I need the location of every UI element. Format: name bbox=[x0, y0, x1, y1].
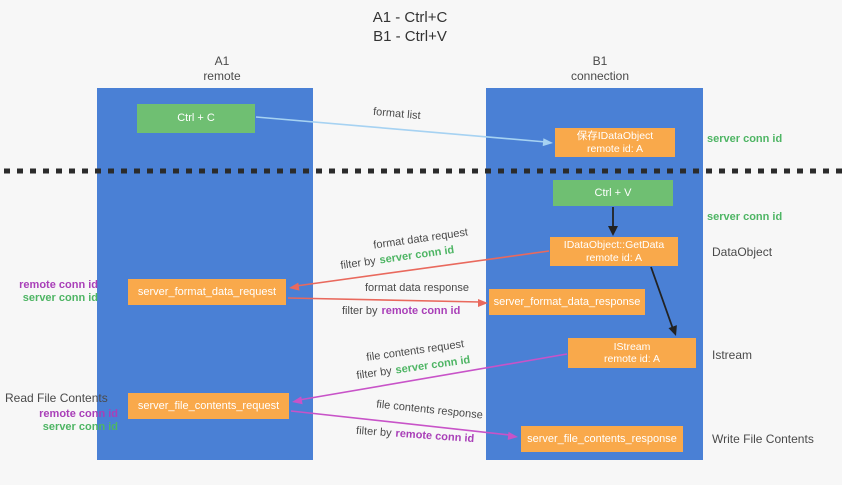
node-save-idataobject-line2: remote id: A bbox=[586, 142, 644, 155]
annotation-server-conn-id-top: server conn id bbox=[707, 133, 783, 145]
node-server-format-data-response: server_format_data_response bbox=[489, 289, 645, 315]
filter-prefix: filter by bbox=[342, 305, 378, 317]
edge-label-file-contents-response: file contents response bbox=[375, 398, 484, 422]
lifeline-header-a1: A1 remote bbox=[162, 54, 282, 84]
lifeline-a1-role: remote bbox=[203, 69, 241, 83]
lifeline-header-b1: B1 connection bbox=[540, 54, 660, 84]
node-save-idataobject: 保存IDataObject remote id: A bbox=[555, 128, 675, 157]
lifeline-a1-name: A1 bbox=[214, 54, 230, 68]
annotation-istream: Istream bbox=[712, 348, 753, 362]
lifeline-b1-name: B1 bbox=[592, 54, 608, 68]
node-server-file-contents-request-label: server_file_contents_request bbox=[137, 399, 280, 412]
annotation-server-conn-id-format: server conn id bbox=[22, 292, 98, 304]
edge-label-format-data-response: format data response bbox=[365, 282, 469, 294]
node-ctrl-v-label: Ctrl + V bbox=[594, 186, 632, 199]
annotation-group-format-conn-ids: remote conn id server conn id bbox=[0, 279, 98, 305]
filter-key-remote-conn-id: remote conn id bbox=[381, 305, 461, 317]
annotation-read-file-contents: Read File Contents bbox=[5, 391, 108, 405]
annotation-group-file-conn-ids: remote conn id server conn id bbox=[20, 408, 118, 434]
node-ctrl-c-label: Ctrl + C bbox=[177, 112, 215, 124]
filter-prefix: filter by bbox=[339, 255, 377, 272]
annotation-server-conn-id-file: server conn id bbox=[42, 421, 118, 433]
annotation-server-conn-id-ctrlv: server conn id bbox=[707, 211, 783, 223]
node-server-format-data-request: server_format_data_request bbox=[128, 279, 286, 305]
annotation-write-file-contents: Write File Contents bbox=[712, 432, 814, 446]
edge-label-format-list: format list bbox=[372, 105, 422, 123]
lifeline-b1-role: connection bbox=[570, 69, 630, 83]
node-getdata-line2: remote id: A bbox=[585, 251, 643, 264]
node-server-file-contents-response-label: server_file_contents_response bbox=[527, 432, 677, 445]
node-server-format-data-response-label: server_format_data_response bbox=[493, 295, 641, 308]
node-istream-line2: remote id: A bbox=[603, 353, 661, 365]
annotation-remote-conn-id-format: remote conn id bbox=[19, 279, 98, 291]
node-server-format-data-request-label: server_format_data_request bbox=[137, 285, 277, 298]
node-save-idataobject-line1: 保存IDataObject bbox=[576, 130, 654, 142]
diagram-title: A1 - Ctrl+C B1 - Ctrl+V bbox=[310, 8, 510, 46]
node-istream-line1: IStream bbox=[613, 340, 651, 353]
title-line-a1: A1 - Ctrl+C bbox=[372, 9, 448, 26]
node-istream: IStream remote id: A bbox=[568, 338, 696, 368]
annotation-dataobject: DataObject bbox=[712, 245, 773, 259]
filter-key-remote-conn-id: remote conn id bbox=[395, 427, 475, 446]
filter-prefix: filter by bbox=[355, 365, 393, 382]
node-getdata: IDataObject::GetData remote id: A bbox=[550, 237, 678, 266]
node-server-file-contents-request: server_file_contents_request bbox=[128, 393, 289, 419]
node-ctrl-v: Ctrl + V bbox=[553, 180, 673, 206]
annotation-remote-conn-id-file: remote conn id bbox=[39, 408, 118, 420]
filter-prefix: filter by bbox=[355, 424, 392, 440]
node-ctrl-c: Ctrl + C bbox=[137, 104, 255, 133]
node-server-file-contents-response: server_file_contents_response bbox=[521, 426, 683, 452]
title-line-b1: B1 - Ctrl+V bbox=[373, 28, 447, 45]
node-getdata-line1: IDataObject::GetData bbox=[563, 239, 665, 251]
